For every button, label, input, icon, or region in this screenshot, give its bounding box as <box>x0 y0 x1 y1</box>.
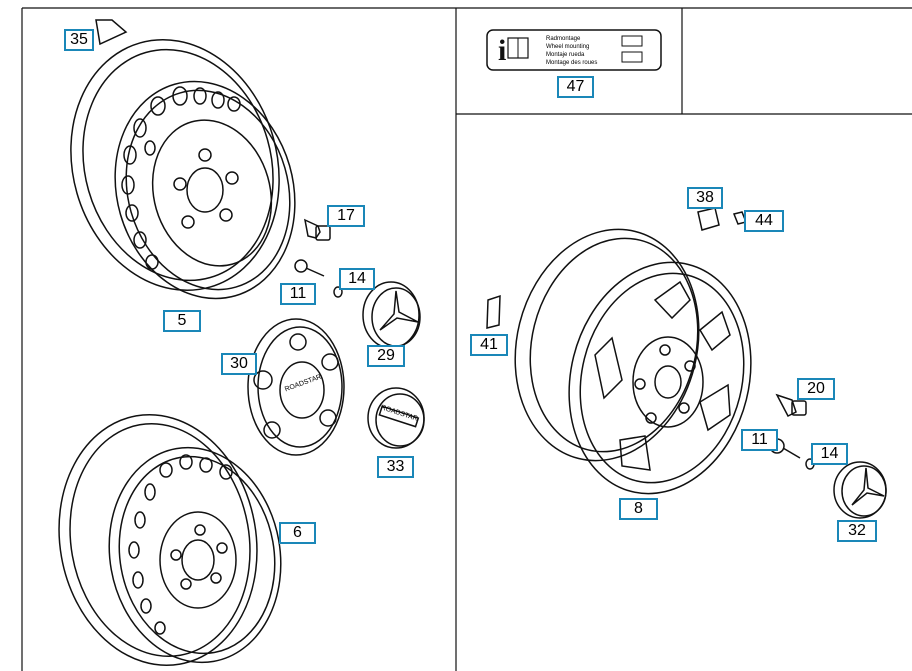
callout-30[interactable]: 30 <box>221 353 257 375</box>
center-cap-33[interactable] <box>367 387 425 449</box>
callout-29[interactable]: 29 <box>367 345 405 367</box>
callout-20[interactable]: 20 <box>797 378 835 400</box>
bolt-icon <box>621 35 643 47</box>
callout-32[interactable]: 32 <box>837 520 877 542</box>
small-parts[interactable] <box>95 19 815 470</box>
info-label-47[interactable]: i <box>486 29 662 71</box>
callout-41[interactable]: 41 <box>470 334 508 356</box>
callout-14-right[interactable]: 14 <box>811 443 848 465</box>
info-label-line-3: Montaje rueda <box>546 52 585 58</box>
info-icon: i <box>498 34 506 67</box>
info-label-line-1: Radmontage <box>546 36 581 42</box>
callout-11-right[interactable]: 11 <box>741 429 778 451</box>
center-cap-29[interactable] <box>362 281 421 349</box>
frame-lines <box>21 7 912 671</box>
info-label-line-2: Wheel mounting <box>546 44 590 50</box>
alloy-wheel-8[interactable] <box>491 210 774 513</box>
center-cap-32[interactable] <box>833 461 887 519</box>
callout-35[interactable]: 35 <box>64 29 94 51</box>
steel-wheel-6[interactable] <box>40 399 298 671</box>
callout-6[interactable]: 6 <box>279 522 316 544</box>
steel-wheel-5[interactable] <box>42 15 320 320</box>
bolt-icon-2 <box>621 51 643 63</box>
callout-11-left[interactable]: 11 <box>280 283 316 305</box>
info-label-line-4: Montage des roues <box>546 60 598 66</box>
callout-14-left[interactable]: 14 <box>339 268 375 290</box>
callout-47[interactable]: 47 <box>557 76 594 98</box>
callout-17[interactable]: 17 <box>327 205 365 227</box>
callout-33[interactable]: 33 <box>377 456 414 478</box>
callout-38[interactable]: 38 <box>687 187 723 209</box>
callout-8[interactable]: 8 <box>619 498 658 520</box>
callout-44[interactable]: 44 <box>744 210 784 232</box>
hubcap-30[interactable] <box>247 318 345 456</box>
callout-5[interactable]: 5 <box>163 310 201 332</box>
